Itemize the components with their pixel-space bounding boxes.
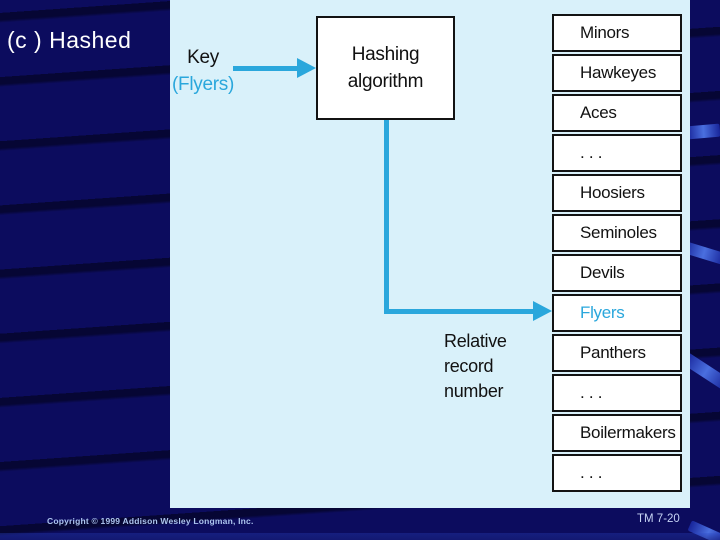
table-row: . . . <box>552 454 682 492</box>
table-row: Devils <box>552 254 682 292</box>
key-label-block: Key (Flyers) <box>172 44 234 98</box>
table-row: Aces <box>552 94 682 132</box>
table-row: Flyers <box>552 294 682 332</box>
slide-number: TM 7-20 <box>637 513 680 525</box>
key-label: Key <box>187 47 219 68</box>
table-row: Minors <box>552 14 682 52</box>
key-to-hash-arrow-line <box>233 66 297 71</box>
table-row: . . . <box>552 134 682 172</box>
connector-horizontal-line <box>384 309 534 314</box>
record-table: Minors Hawkeyes Aces . . . Hoosiers Semi… <box>552 14 682 492</box>
relative-record-number-label: Relative record number <box>444 331 507 401</box>
diagram-panel: Key (Flyers) Hashing algorithm Relative … <box>170 0 690 508</box>
bottom-accent-band <box>0 533 720 540</box>
key-value: (Flyers) <box>172 74 234 95</box>
arrow-right-icon <box>533 301 552 321</box>
copyright-text: Copyright © 1999 Addison Wesley Longman,… <box>47 516 254 526</box>
arrow-right-icon <box>297 58 316 78</box>
hashing-algorithm-box: Hashing algorithm <box>316 16 455 120</box>
table-row: Panthers <box>552 334 682 372</box>
connector-vertical-line <box>384 120 389 314</box>
table-row: Boilermakers <box>552 414 682 452</box>
table-row: . . . <box>552 374 682 412</box>
table-row: Hoosiers <box>552 174 682 212</box>
table-row: Seminoles <box>552 214 682 252</box>
table-row: Hawkeyes <box>552 54 682 92</box>
slide-title: (c ) Hashed <box>7 27 132 53</box>
background-streak <box>686 123 720 140</box>
